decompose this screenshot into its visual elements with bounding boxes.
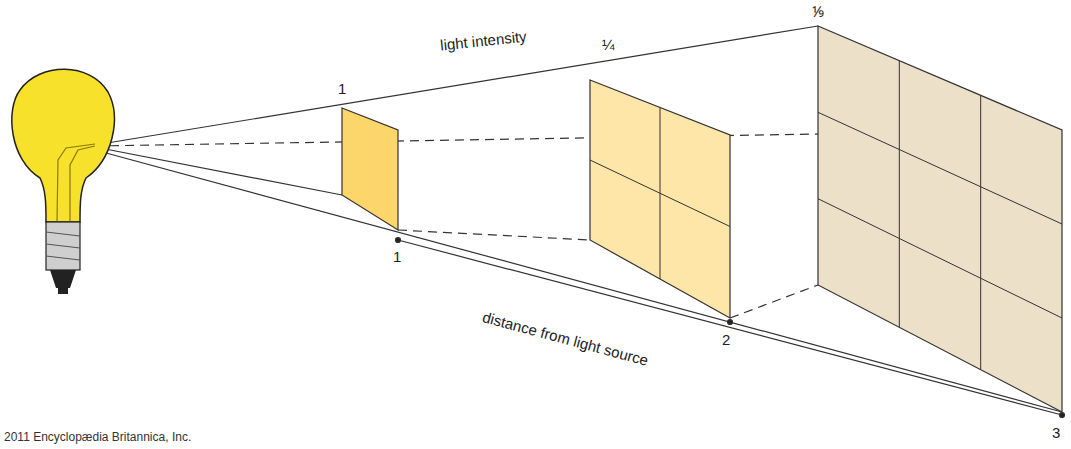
panel-middle [590,80,730,318]
axis-title: light intensity [439,28,527,54]
distance-value: 3 [1052,424,1060,441]
panel-far [818,26,1062,412]
intensity-value: ¼ [602,36,615,53]
light-bulb [12,69,115,294]
intensity-value: ⅑ [812,3,824,20]
light-rays [95,26,1062,412]
distance-value: 1 [393,248,401,265]
intensity-value: 1 [338,80,346,97]
copyright-note: 2011 Encyclopædia Britannica, Inc. [4,430,191,444]
distance-value: 2 [722,331,730,348]
axis-title: distance from light source [480,308,649,369]
panel-near [342,108,398,230]
